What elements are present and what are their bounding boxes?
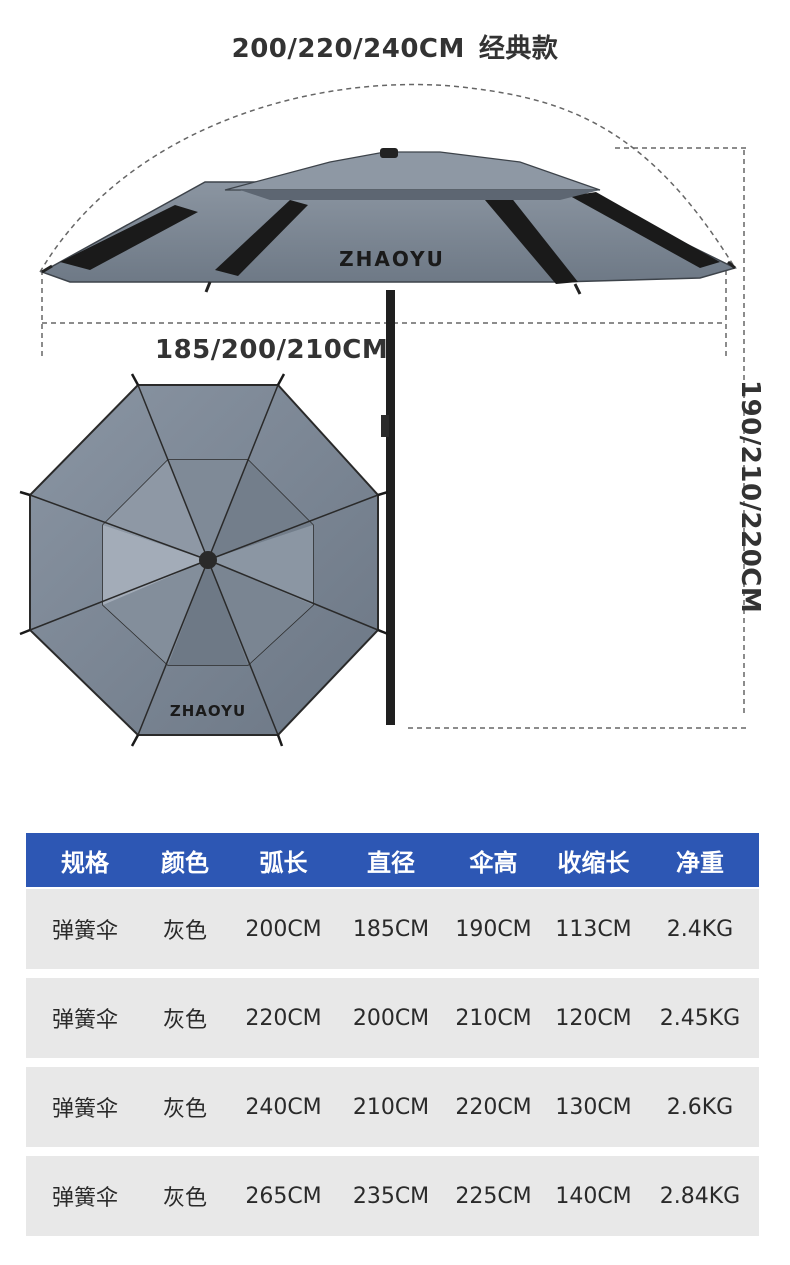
cell-color: 灰色 bbox=[162, 919, 207, 944]
arc-length-value: 200/220/240CM bbox=[231, 34, 465, 64]
umbrella-side-view: ZHAOYU bbox=[40, 148, 738, 725]
header-spec: 规格 bbox=[61, 848, 109, 877]
arc-guide-line bbox=[39, 83, 736, 273]
umbrella-top-view: ZHAOYU bbox=[19, 373, 389, 747]
cell-diameter: 235CM bbox=[352, 1183, 430, 1209]
model-name: 经典款 bbox=[478, 34, 559, 64]
umbrella-top-cap bbox=[199, 551, 217, 569]
cell-arc-length: 265CM bbox=[245, 1183, 322, 1209]
cell-arc-length: 220CM bbox=[245, 1005, 322, 1031]
cell-diameter: 200CM bbox=[352, 1005, 430, 1031]
cell-folded-length: 120CM bbox=[555, 1005, 632, 1031]
arc-length-label: 200/220/240CM 经典款 bbox=[0, 28, 790, 65]
cell-net-weight: 2.84KG bbox=[659, 1183, 741, 1209]
table-header: 规格 颜色 弧长 直径 伞高 收缩长 净重 bbox=[26, 833, 759, 887]
cell-net-weight: 2.4KG bbox=[666, 916, 734, 942]
cell-spec: 弹簧伞 bbox=[51, 919, 118, 944]
cell-height: 225CM bbox=[455, 1183, 532, 1209]
spec-table: 规格 颜色 弧长 直径 伞高 收缩长 净重 弹簧伞 灰色 200CM 185CM… bbox=[26, 833, 759, 1236]
cell-folded-length: 130CM bbox=[555, 1094, 632, 1120]
cell-spec: 弹簧伞 bbox=[51, 1008, 118, 1033]
umbrella-illustration: ZHAOYU bbox=[19, 83, 748, 747]
cell-color: 灰色 bbox=[162, 1097, 207, 1122]
side-view-logo: ZHAOYU bbox=[339, 247, 445, 271]
cell-diameter: 185CM bbox=[352, 916, 430, 942]
header-folded-length: 收缩长 bbox=[557, 848, 630, 877]
header-diameter: 直径 bbox=[367, 848, 415, 877]
cell-spec: 弹簧伞 bbox=[51, 1097, 118, 1122]
header-color: 颜色 bbox=[161, 848, 209, 877]
cell-folded-length: 113CM bbox=[555, 916, 632, 942]
cell-diameter: 210CM bbox=[352, 1094, 430, 1120]
top-view-logo: ZHAOYU bbox=[170, 702, 246, 720]
header-net-weight: 净重 bbox=[676, 848, 724, 877]
cell-spec: 弹簧伞 bbox=[51, 1186, 118, 1211]
table-row: 弹簧伞 灰色 220CM 200CM 210CM 120CM 2.45KG bbox=[26, 978, 759, 1058]
diameter-label: 185/200/210CM bbox=[155, 335, 389, 365]
table-row: 弹簧伞 灰色 240CM 210CM 220CM 130CM 2.6KG bbox=[26, 1067, 759, 1147]
table-row: 弹簧伞 灰色 265CM 235CM 225CM 140CM 2.84KG bbox=[26, 1156, 759, 1236]
cell-arc-length: 240CM bbox=[245, 1094, 322, 1120]
header-height: 伞高 bbox=[469, 848, 518, 877]
cell-net-weight: 2.6KG bbox=[666, 1094, 734, 1120]
umbrella-pole bbox=[386, 290, 395, 725]
cell-height: 210CM bbox=[455, 1005, 532, 1031]
cell-height: 190CM bbox=[455, 916, 532, 942]
header-arc-length: 弧长 bbox=[259, 848, 308, 877]
cell-arc-length: 200CM bbox=[245, 916, 322, 942]
cell-height: 220CM bbox=[455, 1094, 532, 1120]
cell-net-weight: 2.45KG bbox=[659, 1005, 741, 1031]
cell-folded-length: 140CM bbox=[555, 1183, 632, 1209]
table-row: 弹簧伞 灰色 200CM 185CM 190CM 113CM 2.4KG bbox=[26, 889, 759, 969]
height-label: 190/210/220CM bbox=[735, 380, 765, 614]
cell-color: 灰色 bbox=[162, 1186, 207, 1211]
cell-color: 灰色 bbox=[162, 1008, 207, 1033]
